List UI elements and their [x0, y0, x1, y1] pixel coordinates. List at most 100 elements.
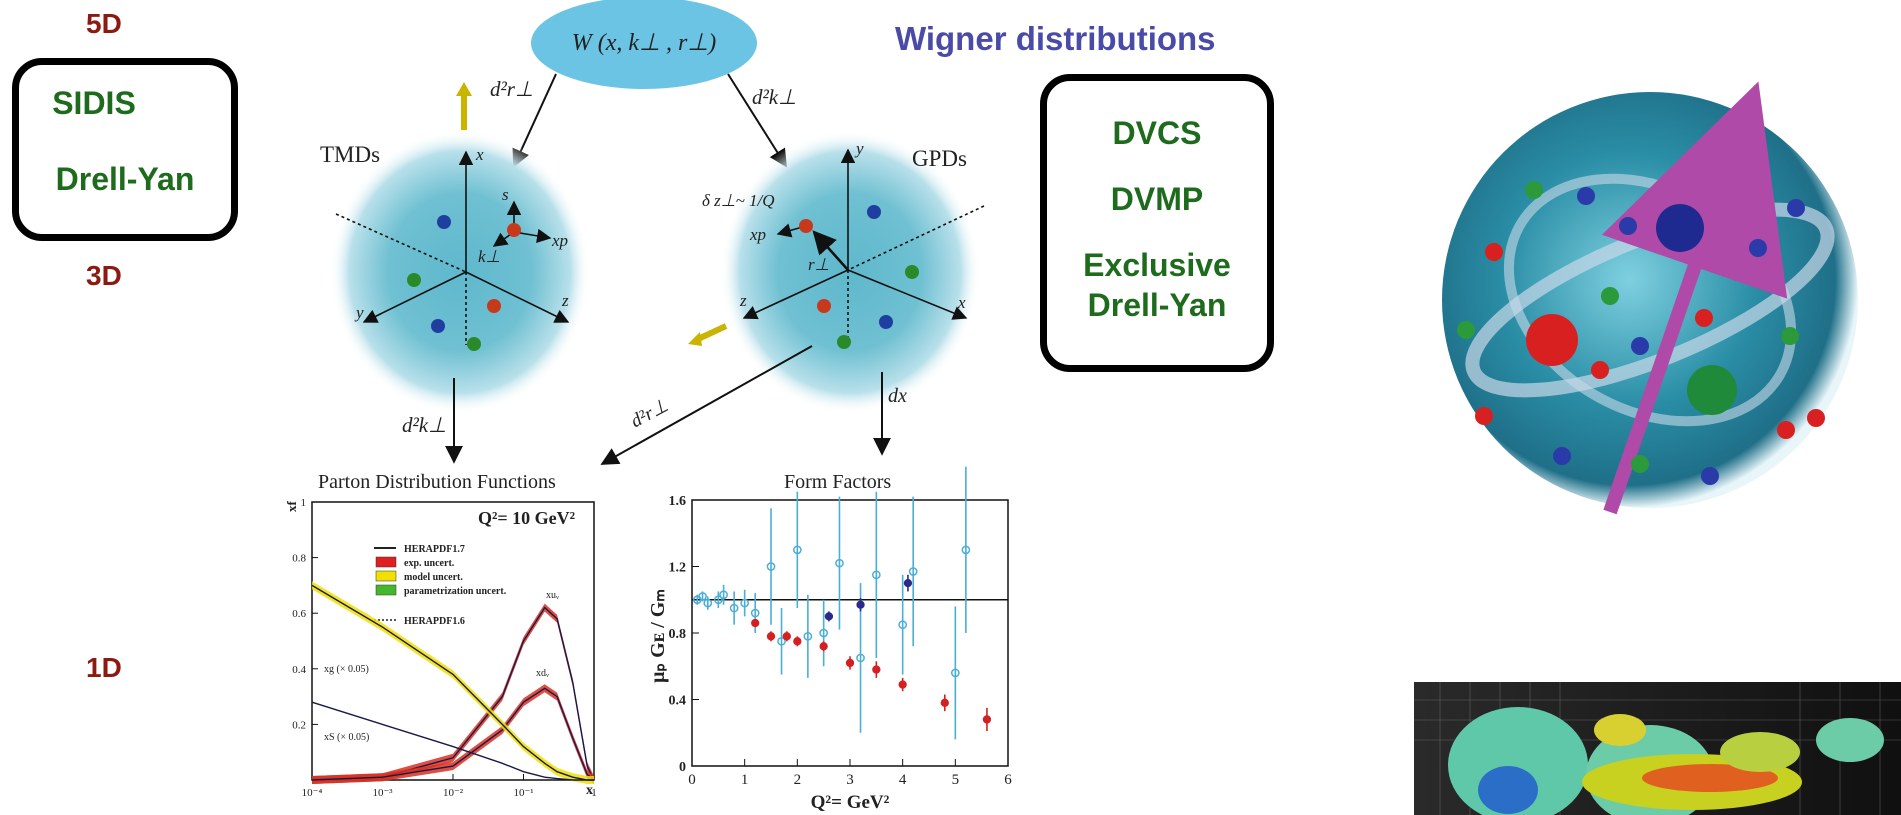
- process-sidis: SIDIS: [52, 85, 136, 121]
- tmd-axis-xp: xp: [551, 231, 568, 250]
- gpd-cloud: [720, 130, 980, 414]
- ff-data-point: [766, 562, 776, 571]
- gpds-label: GPDs: [912, 146, 967, 171]
- pdf-y-tick-label: 0.6: [292, 608, 306, 620]
- edge-label-d2r: d²r⊥: [490, 77, 533, 101]
- pdf-series-label: xg (× 0.05): [324, 664, 369, 675]
- ff-plot-frame: [691, 499, 1009, 767]
- pdf-x-tick-label: 10⁻¹: [513, 787, 533, 799]
- pdf-x-tick-label: 10⁻³: [372, 787, 393, 799]
- dimension-1d-label: 1D: [86, 652, 122, 683]
- ff-x-tick-label: 3: [846, 772, 854, 788]
- pdf-series-line: [311, 606, 595, 781]
- ff-data-point: [845, 658, 855, 668]
- ff-data-point: [750, 608, 760, 618]
- ff-data-point: [961, 545, 971, 555]
- pdf-series-line: [311, 687, 595, 781]
- pdf-y-label: xf: [284, 501, 299, 513]
- gpd-axis-xp: xp: [749, 225, 766, 244]
- edge-label-pdf: d²k⊥: [402, 413, 446, 437]
- tmd-axis-z: z: [561, 291, 569, 310]
- ff-data-point: [766, 632, 776, 641]
- tmd-cloud: [330, 130, 590, 414]
- gpd-axis-z: z: [739, 291, 747, 310]
- ff-y-tick-label: 1.6: [669, 494, 687, 509]
- ff-data-point: [856, 653, 865, 663]
- proton-illustration: [1442, 81, 1858, 515]
- pdf-legend-swatch: [375, 570, 397, 582]
- ff-data-point: [819, 628, 829, 638]
- ff-data-point: [703, 598, 713, 608]
- ff-y-label: μₚ Gᴇ / Gₘ: [647, 589, 669, 683]
- wigner-node-label: W (x, k⊥ , r⊥): [572, 30, 716, 56]
- ff-data-point: [777, 636, 786, 646]
- ff-x-tick-label: 0: [688, 772, 696, 788]
- pdf-legend-swatch: [375, 556, 397, 568]
- ff-data-point: [950, 668, 960, 678]
- ff-x-tick-label: 4: [899, 772, 907, 788]
- pdf-series-line: [311, 584, 594, 781]
- pdf-series-label: xuᵥ: [546, 590, 559, 601]
- ff-data-point: [713, 595, 723, 605]
- pdf-y-tick-label: 0.8: [292, 553, 306, 565]
- pdf-series-label: xdᵥ: [536, 668, 549, 679]
- ff-data-point: [835, 558, 844, 568]
- arrow-cross-to-pdfs: [600, 345, 813, 465]
- ff-x-tick-label: 6: [1004, 772, 1012, 788]
- ff-y-tick-label: 0.8: [669, 627, 687, 642]
- tmds-label: TMDs: [320, 142, 380, 167]
- pdf-series-label: xS (× 0.05): [324, 732, 369, 743]
- gpd-partons: [799, 205, 919, 349]
- process-exclusive: Exclusive: [1083, 247, 1231, 283]
- ff-data-point: [719, 590, 728, 600]
- ff-data-point: [982, 715, 992, 724]
- ff-data-point: [819, 642, 828, 651]
- ff-x-tick-label: 5: [952, 772, 960, 788]
- ff-data-point: [824, 612, 834, 621]
- ff-data-point: [872, 665, 881, 674]
- spin-arrow-up-head: [456, 82, 472, 96]
- pdf-uncertainty-band: [312, 684, 594, 784]
- ff-x-label: Q²= GeV²: [811, 792, 890, 813]
- pdf-legend-swatch: [375, 584, 397, 596]
- ff-data-point: [793, 637, 802, 646]
- gpd-axis-r: r⊥: [808, 255, 829, 274]
- pdf-x-tick-label: 1: [591, 787, 597, 799]
- ff-data-point: [751, 618, 760, 628]
- spin-arrow-down-head: [688, 332, 702, 346]
- ff-data-point: [856, 600, 865, 609]
- tmd-axis-k: k⊥: [478, 247, 500, 266]
- process-dvmp: DVMP: [1110, 181, 1204, 217]
- tmd-axis-s: s: [502, 185, 509, 204]
- pdf-x-tick-label: 10⁻⁴: [302, 787, 323, 799]
- pdf-y-tick-label: 0.4: [292, 664, 306, 676]
- ff-data-point: [903, 578, 913, 588]
- ff-y-tick-label: 0: [679, 760, 686, 775]
- pdf-legend-entry: exp. uncert.: [404, 558, 455, 569]
- ff-data-point: [803, 631, 813, 641]
- edge-label-cross: d²r⊥: [627, 395, 671, 432]
- process-exclusive-drell-yan: Drell-Yan: [1087, 287, 1227, 323]
- exclusive-processes-box: DVCS DVMP Exclusive Drell-Yan: [1040, 74, 1274, 372]
- ff-y-tick-label: 1.2: [669, 561, 687, 576]
- process-drell-yan: Drell-Yan: [55, 161, 195, 197]
- ff-data-point: [729, 603, 739, 613]
- ff-data-point: [940, 698, 949, 707]
- proton-spin-arrow: [1601, 81, 1788, 515]
- edge-label-d2k: d²k⊥: [752, 85, 796, 109]
- edge-label-dx: dx: [888, 385, 907, 407]
- pdf-y-tick-label: 1: [301, 497, 307, 509]
- ff-data-point: [782, 632, 791, 641]
- ff-data-point: [898, 680, 907, 689]
- ff-title: Form Factors: [784, 471, 891, 493]
- ff-x-tick-label: 1: [741, 772, 749, 788]
- pdf-title: Parton Distribution Functions: [318, 471, 556, 493]
- ff-data-point: [792, 545, 802, 555]
- pdf-legend-entry: parametrization uncert.: [404, 586, 507, 597]
- gpd-axis-y: y: [854, 139, 864, 158]
- process-dvcs: DVCS: [1112, 115, 1202, 151]
- arrow-to-gpds: [727, 73, 787, 168]
